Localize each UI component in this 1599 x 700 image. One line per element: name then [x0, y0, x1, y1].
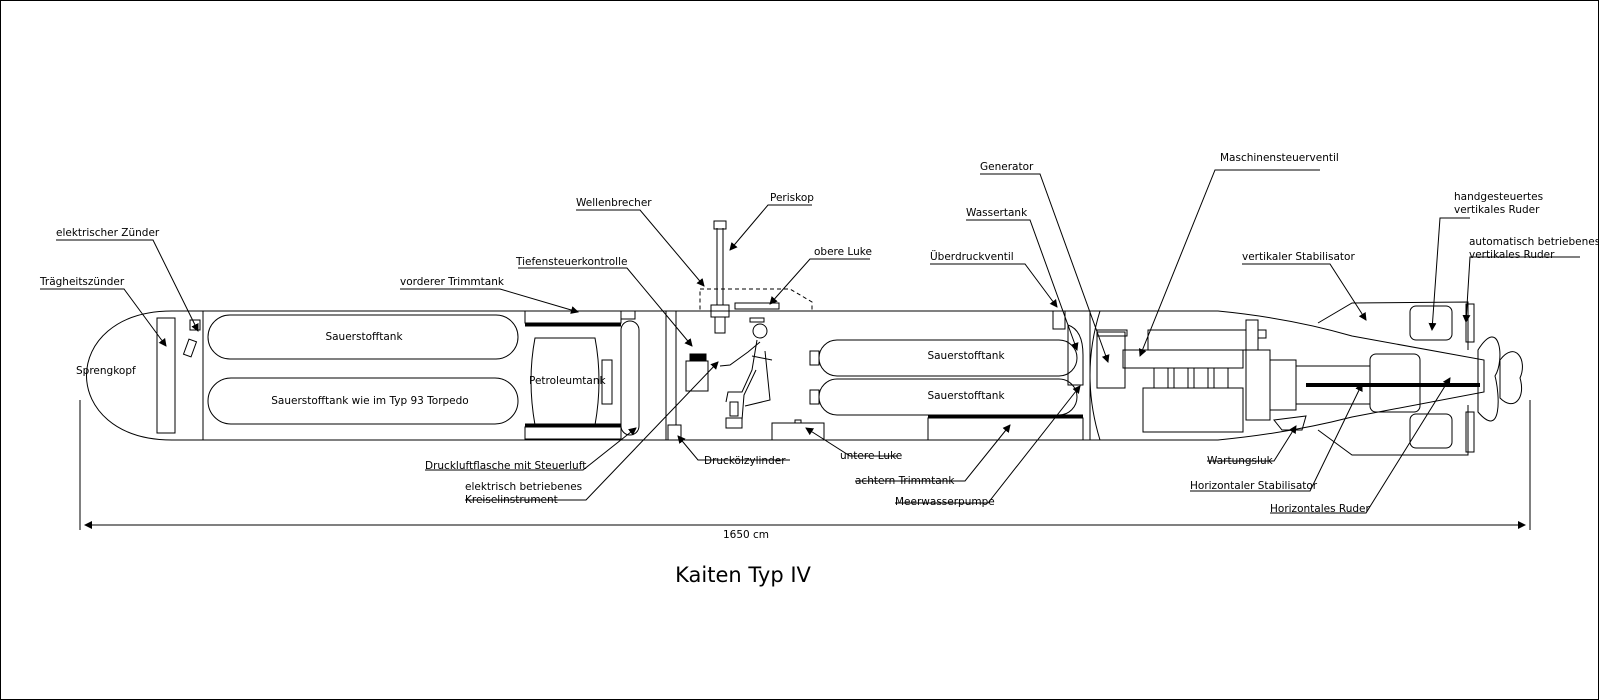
- length-dimension-label: 1650 cm: [722, 529, 770, 541]
- leader-wellenbrecher: [576, 209, 705, 287]
- leader-druckluftflasche: [425, 427, 637, 471]
- label-elektrischer-zuender: elektrischer Zünder: [56, 227, 160, 239]
- inertia-fuze: [182, 338, 198, 358]
- label-wellenbrecher: Wellenbrecher: [576, 197, 652, 209]
- leader-automatisch: [1462, 256, 1580, 323]
- engine: [1147, 329, 1247, 351]
- leader-kreiselinstrument: [465, 361, 719, 501]
- propeller-1: [1477, 336, 1501, 422]
- label-achtern-trimmtank: achtern Trimmtank: [855, 475, 955, 487]
- label-horizontales-ruder: Horizontales Ruder: [1270, 503, 1370, 515]
- leader-vertikaler-stabilisator: [1242, 263, 1367, 321]
- lower-hatch: [771, 422, 825, 441]
- leader-tiefensteuerkontrolle: [518, 267, 693, 347]
- label-wassertank: Wassertank: [966, 207, 1028, 219]
- label-druckoelzylinder: Druckölzylinder: [704, 455, 786, 467]
- depth-control: [685, 360, 709, 392]
- label-sauerstofftank-1: Sauerstofftank: [325, 331, 403, 343]
- label-automatisch-2: vertikales Ruder: [1469, 249, 1555, 261]
- warhead-bulkhead: [156, 317, 176, 434]
- label-tiefensteuerkontrolle: Tiefensteuerkontrolle: [516, 256, 628, 268]
- auto-rudder-upper: [1465, 303, 1475, 343]
- manual-rudder-lower: [1409, 413, 1453, 449]
- pressure-oil-cylinder: [667, 424, 682, 441]
- label-untere-luke: untere Luke: [840, 450, 903, 462]
- leader-untere-luke: [805, 427, 898, 457]
- petroleum-tank: [530, 337, 600, 426]
- label-periskop: Periskop: [770, 192, 814, 204]
- label-kreiselinstrument-1: elektrisch betriebenes: [465, 481, 583, 493]
- leader-wassertank: [966, 219, 1079, 351]
- label-sauerstofftank-93: Sauerstofftank wie im Typ 93 Torpedo: [271, 395, 469, 407]
- service-hatch: [1273, 415, 1307, 431]
- label-handgesteuertes-1: handgesteuertes: [1454, 191, 1544, 203]
- oxygen-tank-93: [207, 377, 519, 425]
- leader-traegheitszuender: [40, 288, 167, 347]
- leader-handgesteuertes: [1428, 217, 1470, 331]
- pilot-figure: [719, 323, 773, 429]
- label-generator: Generator: [980, 161, 1034, 173]
- vertical-stabilizer: [1317, 301, 1469, 350]
- leader-vorderer-trimmtank: [400, 288, 579, 314]
- label-traegheitszuender: Trägheitszünder: [40, 276, 125, 288]
- label-meerwasserpumpe: Meerwasserpumpe: [895, 496, 995, 508]
- leader-horizontales-ruder: [1270, 377, 1451, 514]
- diagram-title: Kaiten Typ IV: [675, 563, 811, 587]
- generator: [1096, 331, 1126, 389]
- relief-valve: [1052, 310, 1066, 330]
- leader-horizontaler-stabilisator: [1190, 383, 1363, 492]
- hull-outline: [86, 310, 1485, 441]
- manual-rudder-upper: [1409, 305, 1453, 341]
- leader-obere-luke: [769, 258, 870, 305]
- leader-druckoelzylinder: [677, 435, 790, 461]
- label-wartungsluk: Wartungsluk: [1207, 455, 1273, 467]
- forward-trim-tank: [524, 310, 622, 324]
- label-horizontaler-stabilisator: Horizontaler Stabilisator: [1190, 480, 1318, 492]
- label-petroleumtank: Petroleumtank: [529, 375, 606, 387]
- water-tank: [1067, 324, 1084, 386]
- label-sprengkopf: Sprengkopf: [76, 365, 136, 377]
- label-sauerstofftank-2: Sauerstofftank: [927, 350, 1005, 362]
- leader-wartungsluk: [1207, 425, 1297, 462]
- air-bottle: [620, 320, 640, 436]
- leader-ueberdruckventil: [930, 263, 1058, 308]
- label-druckluftflasche: Druckluftflasche mit Steuerluft: [425, 460, 587, 472]
- label-kreiselinstrument-2: Kreiselinstrument: [465, 494, 558, 506]
- auto-rudder-lower: [1465, 411, 1475, 453]
- upper-hatch: [734, 302, 780, 310]
- label-vertikaler-stabilisator: vertikaler Stabilisator: [1242, 251, 1355, 263]
- propeller-2: [1499, 351, 1523, 405]
- label-sauerstofftank-3: Sauerstofftank: [927, 390, 1005, 402]
- leader-generator: [980, 173, 1110, 363]
- leader-meerwasserpumpe: [895, 385, 1081, 504]
- breakwater: [699, 288, 813, 312]
- aft-trim-tank: [927, 417, 1084, 441]
- leader-periskop: [729, 204, 812, 251]
- label-handgesteuertes-2: vertikales Ruder: [1454, 204, 1540, 216]
- label-vorderer-trimmtank: vorderer Trimmtank: [400, 276, 504, 288]
- label-ueberdruckventil: Überdruckventil: [930, 251, 1014, 263]
- label-maschinensteuerventil: Maschinensteuerventil: [1220, 152, 1339, 164]
- label-automatisch-1: automatisch betriebenes: [1469, 236, 1599, 248]
- label-obere-luke: obere Luke: [814, 246, 872, 258]
- leader-elektrischer-zuender: [56, 239, 199, 332]
- oxygen-tank-1: [207, 314, 519, 360]
- leader-maschinensteuerventil: [1138, 169, 1320, 357]
- leader-achtern-trimmtank: [855, 424, 1011, 482]
